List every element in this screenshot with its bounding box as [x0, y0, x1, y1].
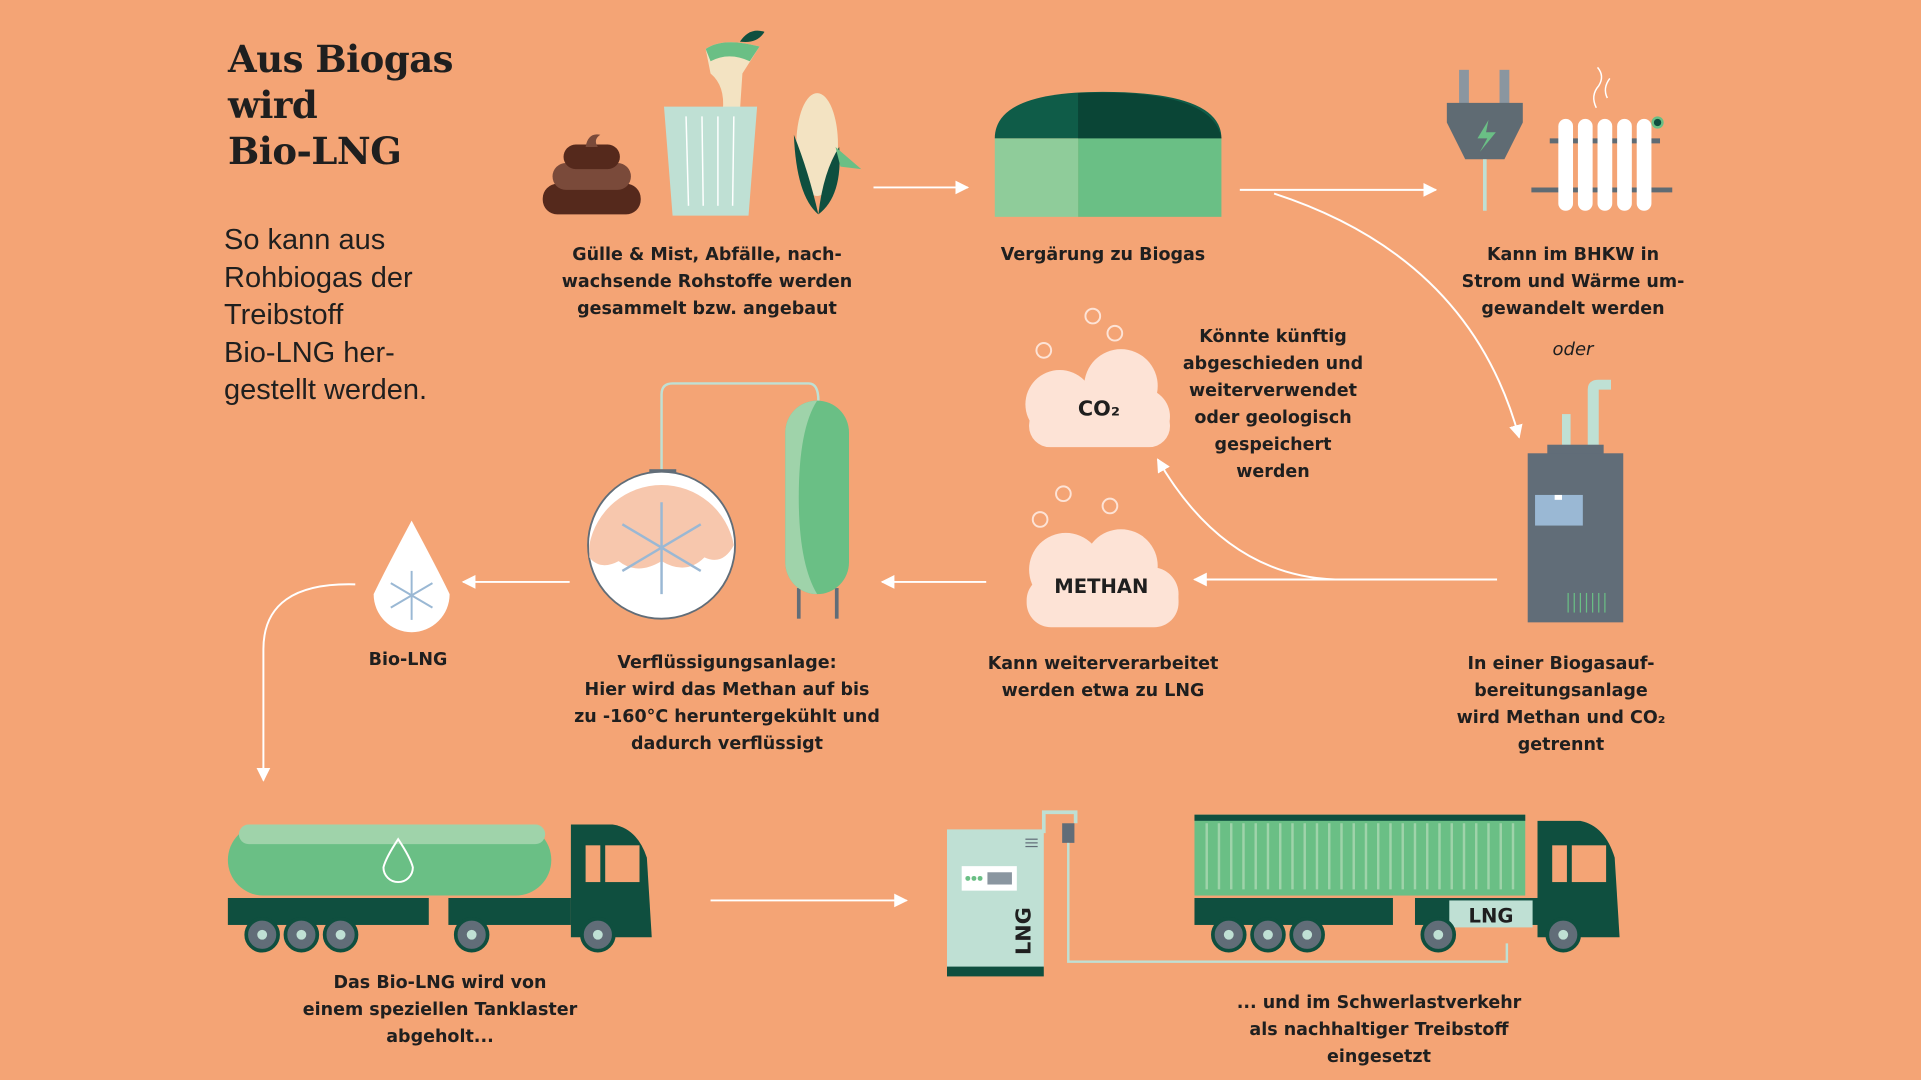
radiator-icon: [1531, 66, 1673, 211]
caption-line: gespeichert: [1214, 435, 1332, 455]
co2-label: CO₂: [1078, 396, 1120, 420]
caption-liquefaction: Verflüssigungsanlage: Hier wird das Meth…: [574, 650, 880, 758]
caption-line: einem speziellen Tanklaster: [302, 1000, 578, 1020]
caption-line: als nachhaltiger Treibstoff: [1249, 1020, 1509, 1040]
methane-label: METHAN: [1054, 575, 1148, 598]
or-label: oder: [1552, 339, 1594, 360]
page-title: Aus Biogas wird Bio-LNG: [228, 36, 454, 174]
intro-line: Bio-LNG her-: [224, 336, 395, 369]
caption-line: wird Methan und CO₂: [1456, 708, 1666, 728]
arrow-to-upgrading: [1273, 192, 1523, 439]
caption-bio-lng: Bio-LNG: [369, 647, 448, 674]
corn-icon: [793, 93, 862, 215]
station-lng-label: LNG: [1011, 907, 1035, 955]
caption-line: Das Bio-LNG wird von: [333, 973, 547, 993]
caption-line: zu -160°C heruntergekühlt und: [574, 707, 880, 727]
digester-icon: [994, 91, 1222, 217]
intro-line: gestellt werden.: [224, 374, 428, 406]
caption-line: Hier wird das Methan auf bis: [584, 680, 870, 700]
liquefaction-plant-icon: [587, 382, 849, 620]
caption-line: Vergärung zu Biogas: [1000, 245, 1206, 265]
caption-upgrading: In einer Biogasauf- bereitungsanlage wir…: [1457, 651, 1666, 759]
intro-text: So kann aus Rohbiogas der Treibstoff Bio…: [224, 222, 427, 410]
power-plug-icon: [1446, 69, 1523, 211]
caption-feedstock: Gülle & Mist, Abfälle, nach- wachsende R…: [562, 242, 852, 323]
caption-line: gesammelt bzw. angebaut: [577, 299, 837, 319]
caption-line: gewandelt werden: [1481, 299, 1665, 319]
caption-line: bereitungsanlage: [1474, 681, 1648, 701]
title-line: Bio-LNG: [228, 129, 402, 173]
arrow-to-tanker: [256, 583, 356, 782]
caption-line: Gülle & Mist, Abfälle, nach-: [572, 245, 842, 265]
methane-cloud-icon: METHAN: [1026, 485, 1179, 628]
caption-line: abgeschieden und: [1182, 354, 1364, 374]
truck-lng-label: LNG: [1468, 905, 1513, 928]
waste-bin-icon: [664, 30, 765, 216]
caption-line: werden etwa zu LNG: [1001, 681, 1205, 701]
arrow-to-co2: [1156, 458, 1336, 581]
caption-line: Verflüssigungsanlage:: [617, 653, 837, 673]
caption-fermentation: Vergärung zu Biogas: [1001, 242, 1205, 269]
caption-heavy-transport: ... und im Schwerlastverkehr als nachhal…: [1237, 990, 1522, 1071]
caption-line: eingesetzt: [1327, 1047, 1431, 1067]
caption-chp: Kann im BHKW in Strom und Wärme um- gewa…: [1462, 242, 1685, 323]
title-line: Aus Biogas: [228, 37, 454, 81]
intro-line: Treibstoff: [224, 299, 344, 331]
intro-line: Rohbiogas der: [224, 261, 413, 294]
tanker-truck-icon: [227, 824, 652, 953]
caption-co2: Könnte künftig abgeschieden und weiterve…: [1183, 324, 1363, 486]
caption-line: abgeholt...: [386, 1027, 494, 1047]
caption-line: Kann weiterverarbeitet: [987, 654, 1219, 674]
container-truck-icon: LNG: [1194, 814, 1620, 953]
upgrading-plant-icon: [1527, 379, 1624, 623]
caption-line: dadurch verflüssigt: [631, 734, 823, 754]
caption-line: Strom und Wärme um-: [1461, 272, 1685, 292]
caption-line: werden: [1236, 462, 1310, 482]
caption-line: Bio-LNG: [368, 650, 448, 670]
caption-line: getrennt: [1517, 735, 1605, 755]
title-line: wird: [228, 83, 318, 127]
caption-line: oder geologisch: [1194, 408, 1352, 428]
caption-tanker: Das Bio-LNG wird von einem speziellen Ta…: [303, 970, 577, 1051]
caption-line: weiterverwendet: [1188, 381, 1358, 401]
caption-line: Kann im BHKW in: [1486, 245, 1660, 265]
lng-station-icon: LNG: [947, 810, 1509, 977]
caption-line: In einer Biogasauf-: [1467, 654, 1655, 674]
manure-icon: [542, 134, 641, 215]
caption-methane: Kann weiterverarbeitet werden etwa zu LN…: [988, 651, 1219, 705]
lng-droplet-icon: [373, 520, 450, 633]
caption-line: wachsende Rohstoffe werden: [561, 272, 853, 292]
co2-cloud-icon: CO₂: [1025, 307, 1170, 448]
intro-line: So kann aus: [224, 224, 386, 256]
caption-line: ... und im Schwerlastverkehr: [1236, 993, 1522, 1013]
caption-line: Könnte künftig: [1199, 327, 1347, 347]
